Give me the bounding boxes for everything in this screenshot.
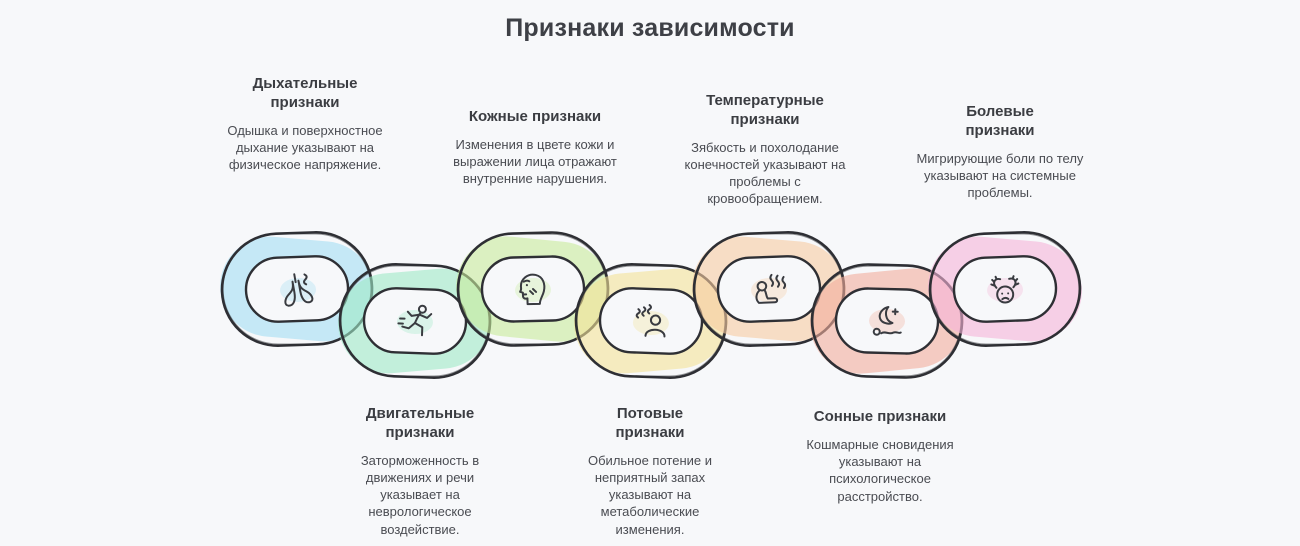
icon-highlight — [751, 277, 788, 303]
chain-link-sleep — [810, 263, 964, 379]
label-skin-heading: Кожные признаки — [468, 108, 602, 125]
chain-link-pain — [928, 231, 1082, 347]
label-temperature-heading: Температурные признаки — [706, 92, 824, 128]
running-person-icon — [397, 304, 433, 337]
link-outline — [928, 231, 1082, 347]
label-sweat-heading: Потовые признаки — [615, 405, 685, 441]
chain-link-sweat — [574, 263, 728, 379]
label-temperature: Температурные признаки Зябкость и похоло… — [670, 92, 860, 208]
icon-highlight — [869, 308, 905, 334]
chain-link-skin — [456, 231, 610, 347]
label-motor-heading: Двигательные признаки — [365, 405, 475, 441]
moon-sleep-icon — [872, 306, 902, 336]
label-respiratory: Дыхательные признаки Одышка и поверхност… — [215, 75, 395, 173]
label-sweat: Потовые признаки Обильное потение и непр… — [560, 405, 740, 538]
label-temperature-description: Зябкость и похолодание конечностей указы… — [684, 139, 846, 207]
link-hole — [952, 255, 1058, 323]
link-hole — [834, 287, 940, 355]
overheated-person-icon — [755, 273, 787, 304]
label-pain: Болевые признаки Мигрирующие боли по тел… — [905, 103, 1095, 201]
page-title: Признаки зависимости — [505, 14, 795, 42]
label-sleep-description: Кошмарные сновидения указывают на психол… — [806, 436, 954, 504]
label-motor-description: Заторможенность в движениях и речи указы… — [360, 452, 480, 537]
label-pain-heading: Болевые признаки — [965, 103, 1035, 139]
label-motor: Двигательные признаки Заторможенность в … — [330, 405, 510, 538]
label-sleep: Сонные признаки Кошмарные сновидения ука… — [785, 408, 975, 505]
label-skin: Кожные признаки Изменения в цвете кожи и… — [445, 108, 625, 188]
label-respiratory-heading: Дыхательные признаки — [252, 75, 358, 111]
chain-link-motor — [338, 263, 492, 379]
chain-link-temperature — [692, 231, 846, 347]
label-respiratory-description: Одышка и поверхностное дыхание указывают… — [227, 122, 383, 173]
link-hole — [244, 255, 350, 323]
link-outline-sketch — [930, 233, 1080, 345]
pain-head-icon — [990, 275, 1020, 304]
label-pain-description: Мигрирующие боли по телу указывают на си… — [916, 150, 1084, 201]
label-sleep-heading: Сонные признаки — [813, 408, 947, 425]
face-profile-icon — [519, 273, 546, 306]
link-hole — [716, 255, 822, 323]
label-skin-description: Изменения в цвете кожи и выражении лица … — [453, 136, 617, 187]
lungs-icon — [284, 273, 314, 307]
label-sweat-description: Обильное потение и неприятный запах указ… — [588, 452, 712, 537]
sweating-person-icon — [635, 304, 666, 338]
